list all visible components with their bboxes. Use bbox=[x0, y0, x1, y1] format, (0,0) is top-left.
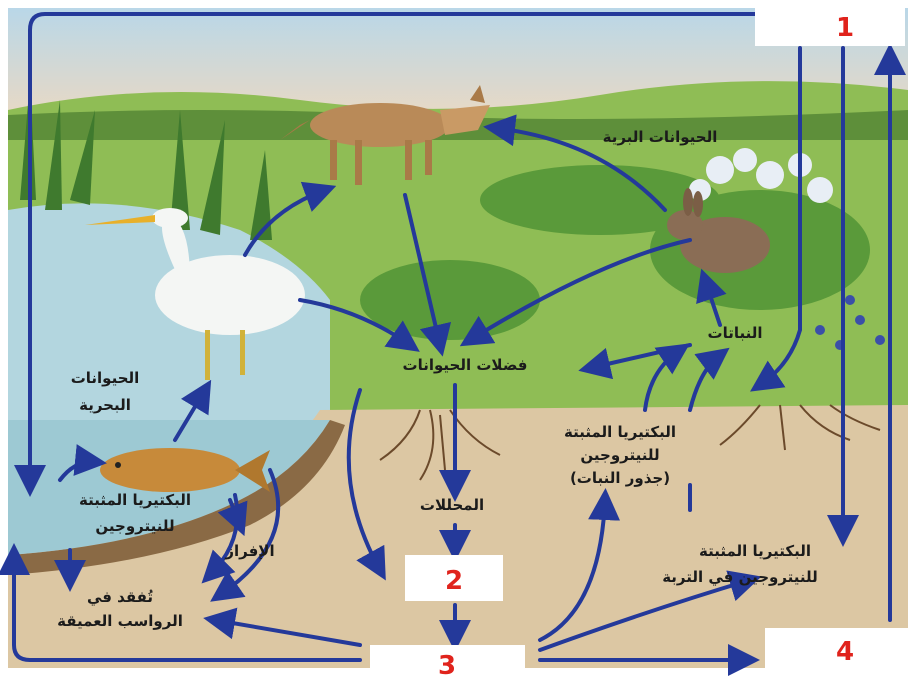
label-loss-line1: تُفقد في bbox=[87, 588, 153, 606]
label-root-bacteria-line2: للنيتروجين bbox=[580, 446, 659, 464]
label-decomposers: المحللات bbox=[420, 496, 484, 514]
label-marine-animals-line1: الحيوانات bbox=[71, 369, 140, 387]
step-number-1: 1 bbox=[836, 13, 854, 43]
step-box-1: 1 bbox=[755, 4, 905, 46]
step-box-3: 3 bbox=[370, 645, 525, 681]
label-soil-bacteria-line2: للنيتروجين في التربة bbox=[662, 568, 818, 586]
step-box-2: 2 bbox=[405, 555, 503, 601]
label-water-bacteria-line1: البكتيريا المثبتة bbox=[79, 491, 191, 509]
label-soil-bacteria-line1: البكتيريا المثبتة bbox=[699, 542, 811, 560]
step-number-4: 4 bbox=[836, 637, 854, 667]
label-wild-animals: الحيوانات البرية bbox=[603, 128, 718, 146]
label-root-bacteria-line3: (جذور النبات) bbox=[570, 469, 670, 487]
label-marine-animals-line2: البحرية bbox=[79, 396, 131, 414]
label-animal-waste: فضلات الحيوانات bbox=[403, 356, 528, 374]
label-root-bacteria-line1: البكتيريا المثبتة bbox=[564, 423, 676, 441]
step-box-4: 4 bbox=[765, 628, 913, 670]
label-loss-line2: الرواسب العميقة bbox=[57, 612, 183, 630]
label-excretion: الإفراز bbox=[224, 542, 274, 560]
step-number-2: 2 bbox=[445, 566, 463, 596]
label-plants: النباتات bbox=[708, 324, 763, 342]
label-water-bacteria-line2: للنيتروجين bbox=[95, 517, 174, 535]
step-number-3: 3 bbox=[438, 651, 456, 681]
